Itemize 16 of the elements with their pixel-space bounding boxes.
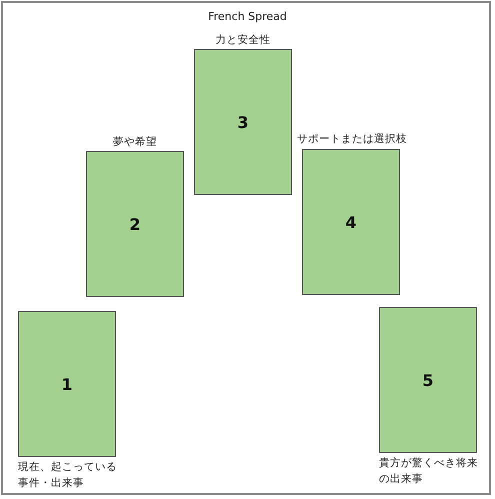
position-caption: 力と安全性 bbox=[214, 33, 272, 48]
card-number: 4 bbox=[345, 212, 357, 232]
position-caption: サポートまたは選択枝 bbox=[297, 132, 408, 147]
card-slot bbox=[18, 311, 116, 457]
card-number: 5 bbox=[422, 370, 434, 390]
position-caption: 夢や希望 bbox=[112, 135, 158, 150]
card-slot bbox=[194, 49, 292, 195]
card-number: 2 bbox=[129, 214, 141, 234]
card-number: 1 bbox=[61, 374, 73, 394]
card-slot bbox=[86, 151, 184, 297]
card-slot bbox=[379, 307, 477, 453]
position-caption: 貴方が驚くべき将来の出来事 bbox=[379, 456, 479, 487]
diagram-title: French Spread bbox=[207, 10, 288, 23]
card-number: 3 bbox=[237, 112, 249, 132]
position-caption: 現在、起こっている事件・出来事 bbox=[18, 460, 118, 491]
card-slot bbox=[302, 149, 400, 295]
